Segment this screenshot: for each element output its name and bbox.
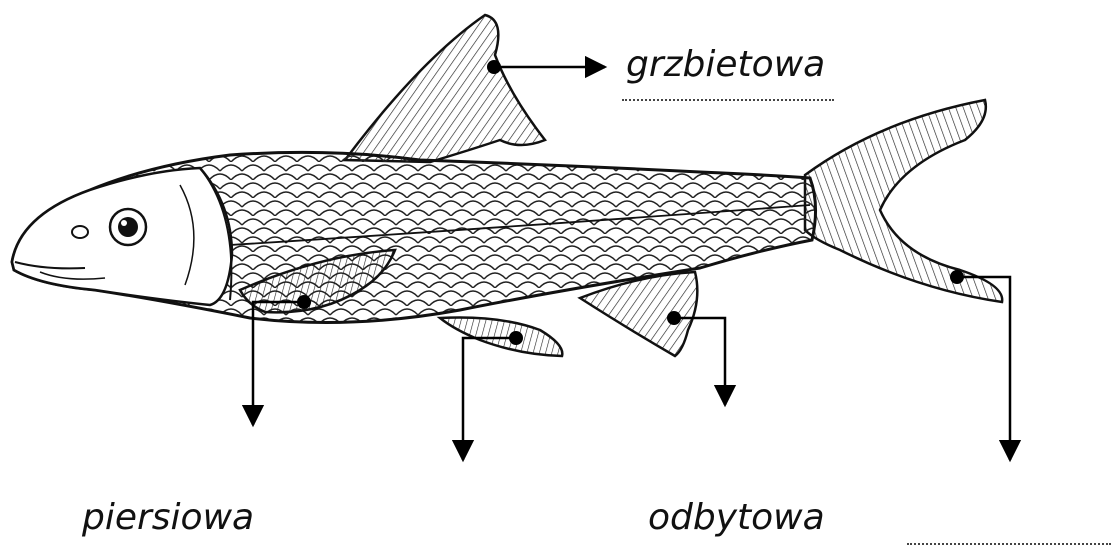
dorsal-fin-label: grzbietowa xyxy=(626,47,825,83)
dorsal-pointer xyxy=(487,60,605,74)
pectoral-fin-label: piersiowa xyxy=(82,500,254,536)
dorsal-fin xyxy=(345,15,545,162)
anal-fin-label: odbytowa xyxy=(648,500,825,536)
dorsal-answer-line xyxy=(622,99,834,101)
caudal-answer-line[interactable] xyxy=(907,543,1111,545)
caudal-fin xyxy=(805,100,1002,302)
